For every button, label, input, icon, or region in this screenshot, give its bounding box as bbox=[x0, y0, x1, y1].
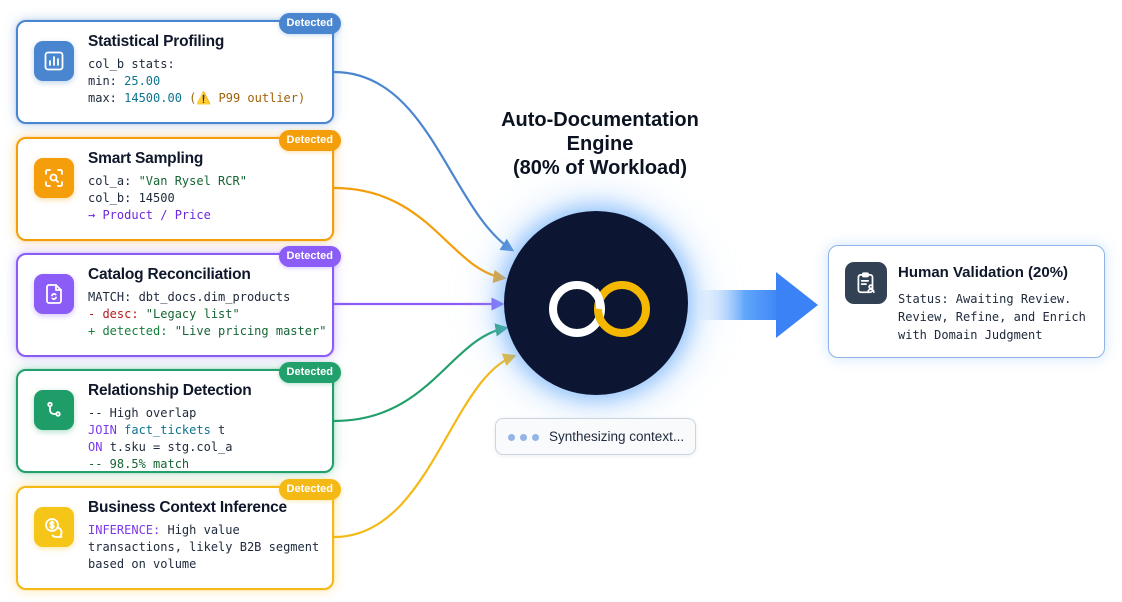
code-line: + detected: "Live pricing master" bbox=[88, 324, 327, 338]
card-smart-sampling: Smart Sampling col_a: "Van Rysel RCR" co… bbox=[16, 130, 341, 241]
card-code: col_a: "Van Rysel RCR" col_b: 14500 → Pr… bbox=[88, 173, 324, 224]
code-line: -- 98.5% match bbox=[88, 457, 190, 471]
card-code: MATCH: dbt_docs.dim_products - desc: "Le… bbox=[88, 289, 327, 340]
clipboard-user-icon bbox=[845, 262, 887, 304]
code-line: transactions, likely B2B segment bbox=[88, 540, 320, 554]
detected-badge: Detected bbox=[278, 479, 341, 500]
card-business-context-inference: Business Context Inference INFERENCE: Hi… bbox=[16, 479, 341, 590]
validation-line: with Domain Judgment bbox=[898, 328, 1043, 342]
status-label: Synthesizing context... bbox=[549, 429, 685, 444]
card-catalog-reconciliation: Catalog Reconciliation MATCH: dbt_docs.d… bbox=[16, 246, 341, 357]
validation-line: Status: Awaiting Review. bbox=[898, 292, 1072, 306]
card-title: Statistical Profiling bbox=[88, 33, 225, 50]
connector-sampling bbox=[333, 186, 507, 283]
code-line: ON t.sku = stg.col_a bbox=[88, 440, 233, 454]
card-statistical-profiling: Statistical Profiling col_b stats: min: … bbox=[16, 13, 341, 124]
code-line: JOIN fact_tickets t bbox=[88, 423, 226, 437]
validation-line: Review, Refine, and Enrich bbox=[898, 310, 1086, 324]
code-line: - desc: "Legacy list" bbox=[88, 307, 240, 321]
card-title: Relationship Detection bbox=[88, 382, 252, 399]
code-line: col_a: "Van Rysel RCR" bbox=[88, 174, 247, 188]
card-code: -- High overlap JOIN fact_tickets t ON t… bbox=[88, 405, 324, 473]
output-arrow bbox=[700, 272, 818, 338]
card-relationship-detection: Relationship Detection -- High overlap J… bbox=[16, 362, 341, 473]
loading-dot bbox=[508, 434, 515, 441]
git-branch-icon bbox=[34, 390, 74, 430]
card-title: Smart Sampling bbox=[88, 150, 204, 167]
code-line: max: 14500.00 (⚠️ P99 outlier) bbox=[88, 91, 306, 105]
scan-search-icon bbox=[34, 158, 74, 198]
card-code: INFERENCE: High value transactions, like… bbox=[88, 522, 324, 573]
engine-title: Auto-Documentation Engine (80% of Worklo… bbox=[470, 108, 730, 180]
code-line: → Product / Price bbox=[88, 208, 211, 222]
code-line: col_b: 14500 bbox=[88, 191, 175, 205]
card-title: Catalog Reconciliation bbox=[88, 266, 251, 283]
loading-dot bbox=[532, 434, 539, 441]
detected-badge: Detected bbox=[278, 13, 341, 34]
code-line: col_b stats: bbox=[88, 57, 175, 71]
engine-title-line: Auto-Documentation bbox=[501, 109, 699, 131]
code-line: based on volume bbox=[88, 557, 197, 571]
connector-business bbox=[333, 353, 517, 539]
status-pill: Synthesizing context... bbox=[495, 418, 696, 455]
validation-text: Status: Awaiting Review. Review, Refine,… bbox=[898, 290, 1098, 344]
code-line: INFERENCE: High value bbox=[88, 523, 240, 537]
code-line: min: 25.00 bbox=[88, 74, 161, 88]
code-line: -- High overlap bbox=[88, 406, 197, 420]
engine-title-line: (80% of Workload) bbox=[512, 157, 688, 179]
document-sync-icon bbox=[34, 274, 74, 314]
interlocking-rings-icon bbox=[549, 281, 650, 337]
detected-badge: Detected bbox=[278, 130, 341, 151]
card-human-validation: Human Validation (20%) Status: Awaiting … bbox=[828, 245, 1105, 358]
detected-badge: Detected bbox=[278, 246, 341, 267]
card-code: col_b stats: min: 25.00 max: 14500.00 (⚠… bbox=[88, 56, 324, 107]
detected-badge: Detected bbox=[278, 362, 341, 383]
loading-dot bbox=[520, 434, 527, 441]
connector-profiling bbox=[333, 70, 515, 252]
code-line: MATCH: dbt_docs.dim_products bbox=[88, 290, 291, 304]
money-chat-icon bbox=[34, 507, 74, 547]
card-title: Business Context Inference bbox=[88, 499, 287, 516]
engine-title-line: Engine bbox=[566, 133, 634, 155]
bar-chart-icon bbox=[34, 41, 74, 81]
connector-relationship bbox=[333, 323, 509, 423]
engine-node bbox=[504, 211, 688, 395]
validation-title: Human Validation (20%) bbox=[898, 264, 1069, 281]
